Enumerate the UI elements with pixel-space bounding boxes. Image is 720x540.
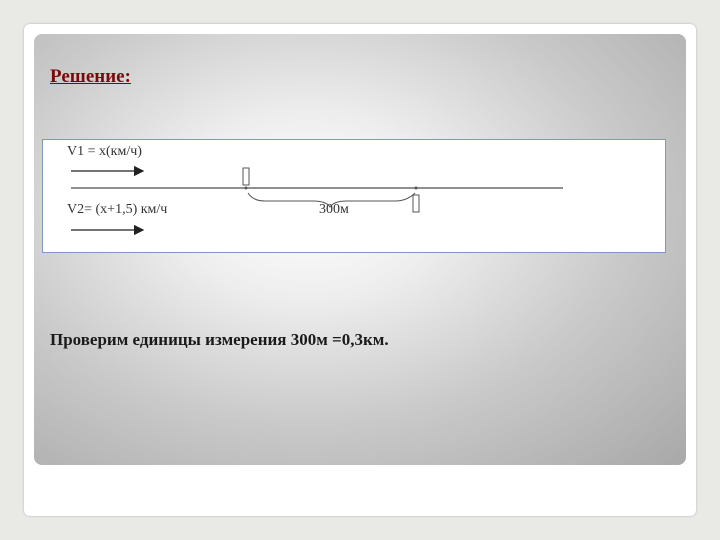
cyclist-2-marker	[412, 194, 420, 213]
slide-title: Решение:	[50, 66, 131, 87]
position-dot-1	[244, 186, 248, 190]
position-dot-2	[414, 186, 418, 190]
v2-label: V2= (x+1,5) км/ч	[67, 202, 167, 217]
motion-diagram: V1 = x(км/ч) 300м V2= (x+1,5) км/ч	[42, 139, 666, 253]
distance-label: 300м	[319, 202, 349, 217]
cyclist-1-marker	[242, 167, 250, 186]
diagram-canvas: V1 = x(км/ч) 300м V2= (x+1,5) км/ч	[67, 144, 563, 236]
v1-label: V1 = x(км/ч)	[67, 144, 142, 159]
conclusion-text: Проверим единицы измерения 300м =0,3км.	[50, 330, 389, 349]
distance-brace	[247, 192, 416, 208]
